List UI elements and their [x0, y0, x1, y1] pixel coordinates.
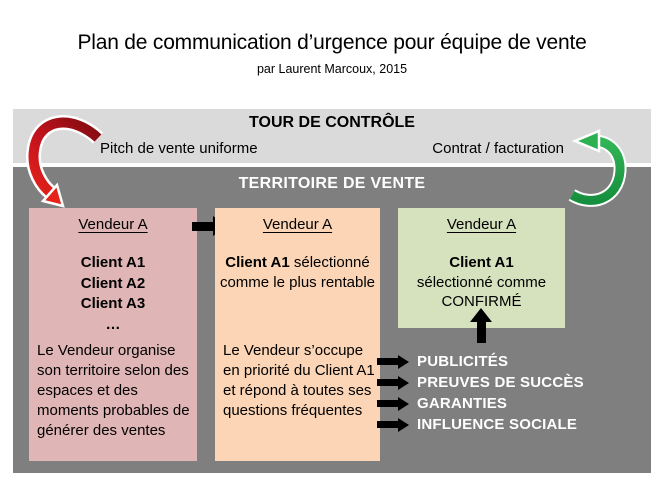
- bullet-label: INFLUENCE SOCIALE: [417, 416, 578, 433]
- arrow-right-icon: [377, 417, 409, 432]
- green-curved-arrow-icon: [568, 129, 627, 207]
- client-highlight: Client A1: [449, 254, 514, 271]
- client-item: Client A1: [80, 254, 146, 271]
- arrow-body: [192, 221, 213, 231]
- client-item: Client A2: [80, 274, 146, 292]
- bullet-label: PREUVES DE SUCCÈS: [417, 374, 584, 391]
- arrow-right-icon: [377, 375, 409, 390]
- page-title: Plan de communication d’urgence pour équ…: [77, 31, 587, 54]
- vendor-heading: Vendeur A: [78, 216, 148, 233]
- bullet-row: PREUVES DE SUCCÈS: [377, 373, 584, 392]
- bullet-label: GARANTIES: [417, 395, 508, 412]
- bullet-row: PUBLICITÉS: [377, 352, 508, 371]
- vendor-heading: Vendeur A: [262, 216, 333, 233]
- territory-panel: TERRITOIRE DE VENTE Vendeur A Client A1 …: [13, 167, 651, 473]
- client-list: Client A1 Client A2 Client A3 …: [29, 253, 197, 335]
- arrow-body: [476, 322, 486, 343]
- client-item: Client A3: [80, 295, 146, 312]
- bullet-label: PUBLICITÉS: [417, 353, 509, 370]
- client-item-ellipsis: …: [105, 315, 121, 333]
- selected-client-text: Client A1 sélectionné comme le plus rent…: [219, 254, 376, 291]
- red-curved-arrow-icon: [26, 115, 104, 208]
- vendor-description: Le Vendeur s’occupe en priorité du Clien…: [223, 342, 375, 419]
- control-tower-bar: TOUR DE CONTRÔLE Pitch de vente uniforme…: [13, 109, 651, 163]
- arrow-right-icon: [377, 354, 409, 369]
- arrow-head: [470, 308, 492, 322]
- contract-billing-label: Contrat / facturation: [432, 140, 564, 157]
- arrow-right-icon: [377, 396, 409, 411]
- vendor-heading: Vendeur A: [446, 216, 517, 233]
- pitch-uniform-label: Pitch de vente uniforme: [100, 140, 258, 157]
- territory-title: TERRITOIRE DE VENTE: [238, 175, 426, 192]
- confirmed-client-text: Client A1 sélectionné comme CONFIRMÉ: [402, 253, 561, 312]
- vendor-box-priority: Vendeur A Client A1 sélectionné comme le…: [215, 208, 380, 461]
- vendor-box-prospects: Vendeur A Client A1 Client A2 Client A3 …: [29, 208, 197, 461]
- control-tower-title: TOUR DE CONTRÔLE: [249, 114, 415, 131]
- page-subtitle: par Laurent Marcoux, 2015: [256, 62, 408, 76]
- arrow-up-icon: [470, 308, 492, 343]
- client-highlight: Client A1: [225, 254, 290, 271]
- vendor-description: Le Vendeur organise son territoire selon…: [37, 342, 190, 439]
- bullet-row: GARANTIES: [377, 394, 507, 413]
- bullet-row: INFLUENCE SOCIALE: [377, 415, 577, 434]
